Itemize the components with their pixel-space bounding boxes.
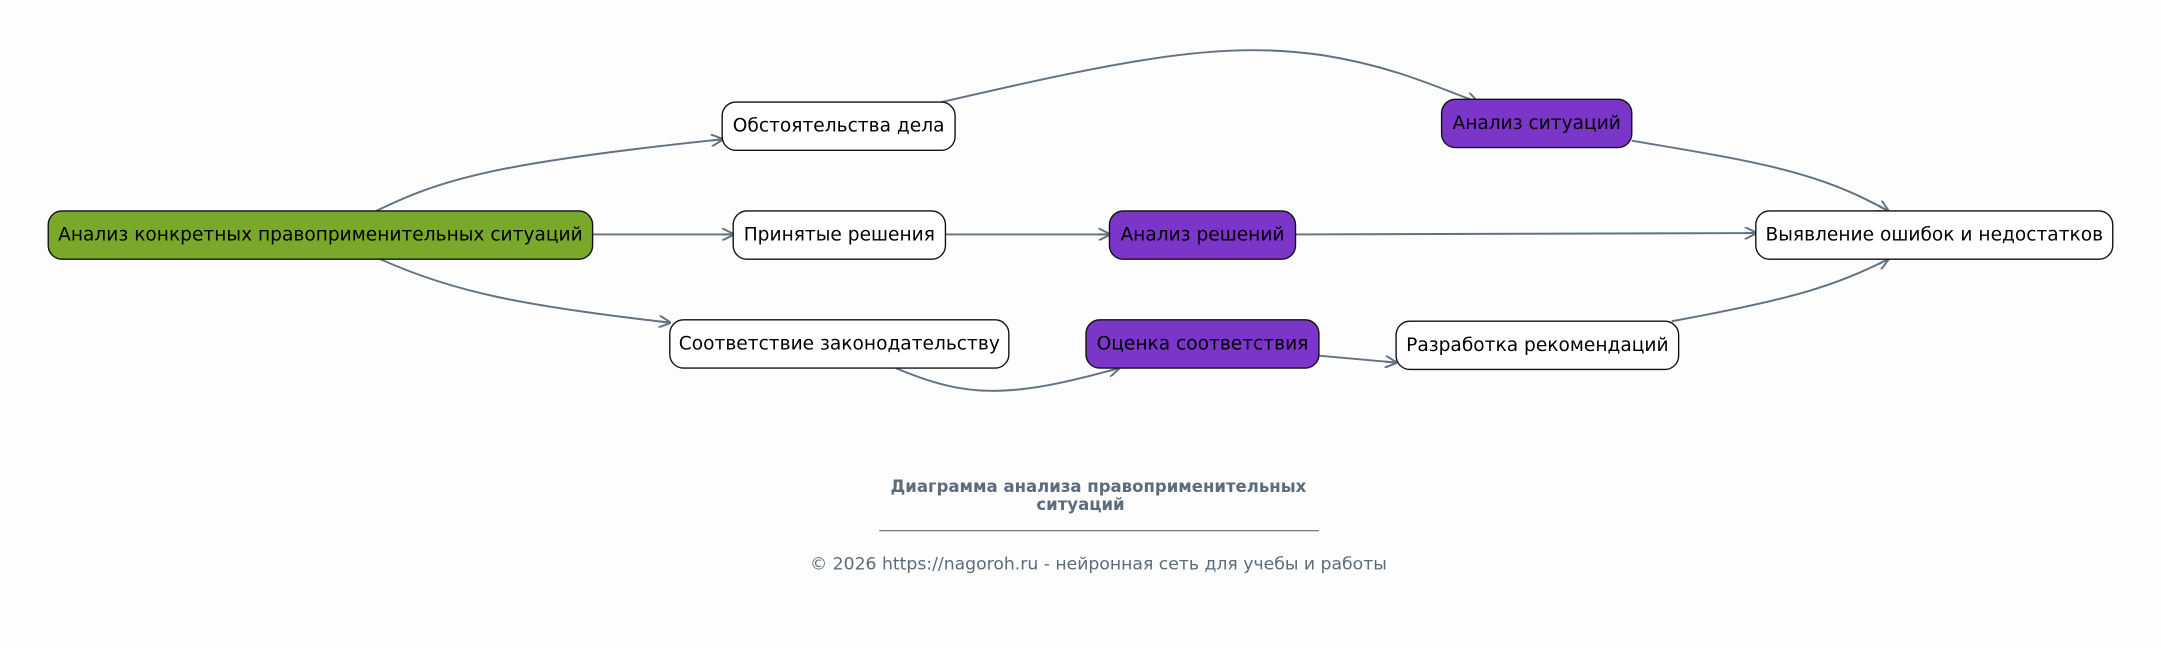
node-compliance[interactable]: Соответствие законодательству	[669, 319, 1010, 369]
copyright-text: © 2026 https://nagoroh.ru - нейронная се…	[810, 554, 1387, 574]
node-label: Выявление ошибок и недостатков	[1765, 225, 2103, 246]
footer: Диаграмма анализа правоприменительных си…	[810, 477, 1387, 574]
node-decisions[interactable]: Принятые решения	[732, 210, 947, 260]
edge-recommendations-errors	[1671, 259, 1888, 323]
edge-decision-analysis-errors	[1295, 233, 1755, 234]
node-label: Соответствие законодательству	[679, 333, 1000, 354]
node-recommendations[interactable]: Разработка рекомендаций	[1395, 320, 1680, 371]
edge-root-circumstances	[375, 139, 722, 212]
node-label: Оценка соответствия	[1097, 333, 1309, 354]
node-label: Анализ конкретных правоприменительных си…	[58, 225, 583, 246]
node-label: Обстоятельства дела	[733, 116, 945, 137]
node-label: Принятые решения	[744, 225, 935, 246]
node-label: Разработка рекомендаций	[1406, 335, 1668, 356]
edge-situation-analysis-errors	[1631, 139, 1888, 211]
edge-circumstances-situation-analysis	[941, 49, 1477, 102]
node-errors[interactable]: Выявление ошибок и недостатков	[1755, 210, 2114, 260]
node-situation-analysis[interactable]: Анализ ситуаций	[1440, 98, 1633, 149]
diagram-title-line1: Диаграмма анализа правоприменительных	[891, 477, 1307, 496]
edge-compliance-assessment	[895, 368, 1119, 392]
node-root[interactable]: Анализ конкретных правоприменительных си…	[47, 210, 594, 260]
node-label: Анализ ситуаций	[1452, 113, 1620, 134]
node-label: Анализ решений	[1120, 225, 1284, 246]
node-decision-analysis[interactable]: Анализ решений	[1108, 210, 1297, 260]
edge-root-compliance	[379, 258, 669, 322]
diagram-title-line2: ситуаций	[1036, 495, 1124, 514]
node-compliance-assessment[interactable]: Оценка соответствия	[1085, 319, 1320, 369]
node-circumstances[interactable]: Обстоятельства дела	[721, 101, 956, 152]
edge-assessment-recommendations	[1318, 354, 1396, 363]
edges	[375, 49, 1888, 392]
